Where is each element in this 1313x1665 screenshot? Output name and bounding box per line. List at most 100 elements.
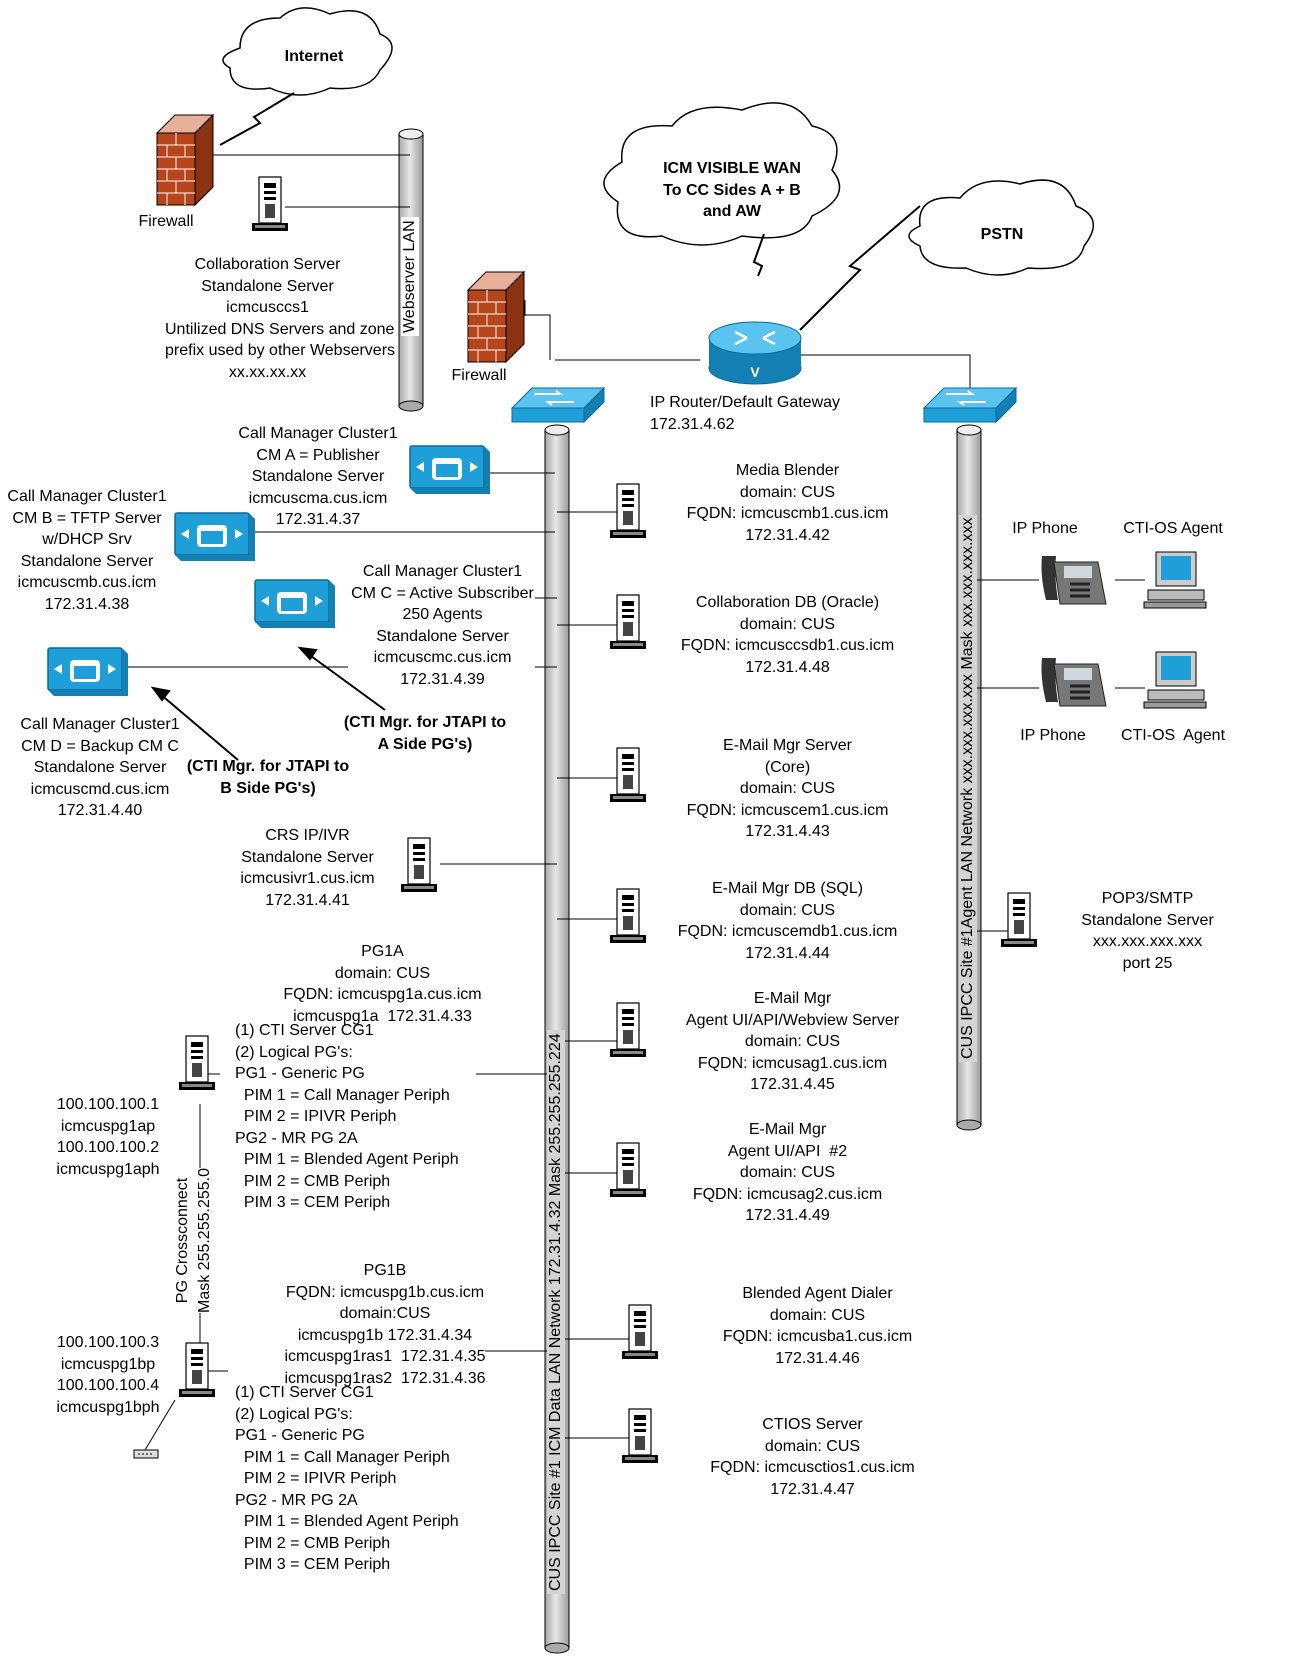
collaboration-server-label-line: Untilized DNS Servers and zone xyxy=(165,320,395,338)
pg1b-header-label-line: domain:CUS xyxy=(339,1305,431,1322)
collaboration-db-label-line: Collaboration DB (Oracle) xyxy=(695,594,880,611)
email-mgr-label-line: E-Mail Mgr Server xyxy=(723,737,852,754)
pg1a-config-label-line: (2) Logical PG's: xyxy=(235,1043,353,1061)
wan-cloud-icon xyxy=(603,102,841,246)
cti-a-label-line: (CTI Mgr. for JTAPI to xyxy=(343,714,507,731)
cm-b-label-line: Standalone Server xyxy=(20,552,154,570)
pg1a-config-label-line: PG1 - Generic PG xyxy=(235,1065,365,1082)
switch-icm-lan-icon xyxy=(511,387,605,423)
email-mgr-label-line: 172.31.4.43 xyxy=(745,823,830,840)
pg1b-config-label-line: PIM 1 = Call Manager Periph xyxy=(235,1448,450,1466)
pg-crossconnect-label: PG Crossconnect Mask 255.255.255.0 xyxy=(172,1168,215,1313)
pg1b-address-label-line: icmcuspg1bph xyxy=(56,1398,160,1416)
crs-label-line: Standalone Server xyxy=(241,848,374,866)
router-icon: V xyxy=(708,321,802,385)
wan-line: and AW xyxy=(702,203,762,220)
cti-b-label-line: B Side PG's) xyxy=(220,779,316,797)
cm-b-label-line: w/DHCP Srv xyxy=(42,531,132,548)
cm-c-label-line: CM C = Active Subscriber xyxy=(351,584,534,602)
router-label-line: 172.31.4.62 xyxy=(650,415,735,433)
cm-c-label-line: Call Manager Cluster1 xyxy=(362,563,523,580)
ctios-label-line: 172.31.4.47 xyxy=(770,1480,855,1498)
ip-phone-1-label: IP Phone xyxy=(1012,520,1078,537)
collaboration-db-label-line: FQDN: icmcusccsdb1.cus.icm xyxy=(680,637,895,654)
firewall-middle-icon xyxy=(467,271,525,363)
crs-label-line: 172.31.4.41 xyxy=(265,891,350,909)
pg1a-address-label-line: 100.100.100.2 xyxy=(56,1139,160,1156)
wan-label: ICM VISIBLE WAN To CC Sides A + B and AW xyxy=(642,158,822,223)
pg1a-config-label-line: PIM 2 = CMB Periph xyxy=(235,1172,391,1190)
cm-d-label-line: icmcuscmd.cus.icm xyxy=(30,780,170,798)
email-db-label-line: FQDN: icmcuscemdb1.cus.icm xyxy=(677,923,898,940)
media-blender-label-line: domain: CUS xyxy=(739,483,836,501)
email-db-label-line: domain: CUS xyxy=(739,901,836,919)
pg1b-config-label-line: PIM 1 = Blended Agent Periph xyxy=(235,1513,459,1530)
pg1b-address-label-line: 100.100.100.3 xyxy=(56,1334,160,1351)
pstn-cloud-icon xyxy=(908,179,1094,276)
internet-cloud-icon xyxy=(222,7,393,96)
pg1a-address-label-line: icmcuspg1ap xyxy=(60,1117,156,1135)
cm-a-label-line: CM A = Publisher xyxy=(256,446,380,464)
call-manager-c-icon xyxy=(254,579,336,629)
pg1b-address-label-line: 100.100.100.4 xyxy=(56,1377,160,1394)
pg1a-address-label-line: 100.100.100.1 xyxy=(56,1096,160,1113)
email-db-label: E-Mail Mgr DB (SQL) domain: CUS FQDN: icmc… xyxy=(650,878,925,964)
collaboration-db-label-line: domain: CUS xyxy=(739,615,836,633)
webserver-lan-label: Webserver LAN xyxy=(401,217,419,336)
email-db-label-line: E-Mail Mgr DB (SQL) xyxy=(711,880,864,897)
pg1a-header-label-line: PG1A xyxy=(361,943,404,960)
email-ui1-label-line: Agent UI/API/Webview Server xyxy=(685,1011,900,1029)
cm-a-label-line: Standalone Server xyxy=(251,468,385,485)
firewall-top-icon xyxy=(156,114,214,206)
media-blender-server-icon xyxy=(609,483,647,539)
cm-c-label-line: 250 Agents xyxy=(402,606,483,623)
pg1a-header-label-line: FQDN: icmcuspg1a.cus.icm xyxy=(283,986,482,1003)
pg1b-config-label-line: PIM 2 = IPIVR Periph xyxy=(235,1470,397,1487)
ip-phone-2-icon xyxy=(1040,656,1108,708)
wan-link-lines xyxy=(219,92,921,331)
collaboration-server-label-line: Collaboration Server xyxy=(194,256,341,273)
pg1b-config-label-line: (2) Logical PG's: xyxy=(235,1405,353,1423)
agent-pc-1-icon xyxy=(1143,551,1207,609)
pg1a-config-label-line: PG2 - MR PG 2A xyxy=(235,1129,358,1147)
email-ui1-label-line: domain: CUS xyxy=(744,1033,841,1050)
crs-label-line: icmcusivr1.cus.icm xyxy=(240,870,375,887)
cm-d-label-line: CM D = Backup CM C xyxy=(21,737,179,755)
cm-d-label-line: 172.31.4.40 xyxy=(57,802,143,819)
pg1a-server-icon xyxy=(178,1035,216,1091)
pg1a-config-label-line: PIM 1 = Call Manager Periph xyxy=(235,1086,450,1104)
cm-c-label-line: icmcuscmc.cus.icm xyxy=(373,649,512,666)
router-label: IP Router/Default Gateway 172.31.4.62 xyxy=(650,392,885,435)
pop3-label-line: xxx.xxx.xxx.xxx xyxy=(1092,933,1203,950)
modem-icon xyxy=(133,1449,159,1459)
pg1a-config-label: (1) CTI Server CG1(2) Logical PG's:PG1 -… xyxy=(235,1020,485,1214)
firewall-top-label: Firewall xyxy=(138,213,194,230)
email-ui2-label-line: domain: CUS xyxy=(739,1164,836,1181)
pop3-server-icon xyxy=(1000,892,1038,948)
cm-a-label-line: icmcuscma.cus.icm xyxy=(248,489,388,507)
pg-crossconnect-line: Mask 255.255.255.0 xyxy=(195,1168,213,1313)
dialer-label-line: FQDN: icmcusba1.cus.icm xyxy=(722,1328,913,1345)
pop3-label-line: port 25 xyxy=(1122,954,1173,972)
pg1b-config-label-line: (1) CTI Server CG1 xyxy=(235,1384,374,1401)
cm-d-label-line: Standalone Server xyxy=(33,759,167,776)
switch-agent-lan-icon xyxy=(923,387,1017,423)
pg1b-header-label-line: icmcuspg1ras1 172.31.4.35 xyxy=(284,1348,486,1365)
cm-d-label-line: Call Manager Cluster1 xyxy=(20,716,180,733)
router-label-line: IP Router/Default Gateway xyxy=(650,394,841,411)
collaboration-server-label-line: prefix used by other Webservers xyxy=(165,342,396,359)
pg1a-header-label-line: icmcuspg1a 172.31.4.33 xyxy=(293,1007,472,1025)
pg1b-header-label-line: icmcuspg1ras2 172.31.4.36 xyxy=(284,1369,486,1387)
icm-data-lan-label: CUS IPCC Site #1 ICM Data LAN Network 17… xyxy=(547,1030,565,1594)
